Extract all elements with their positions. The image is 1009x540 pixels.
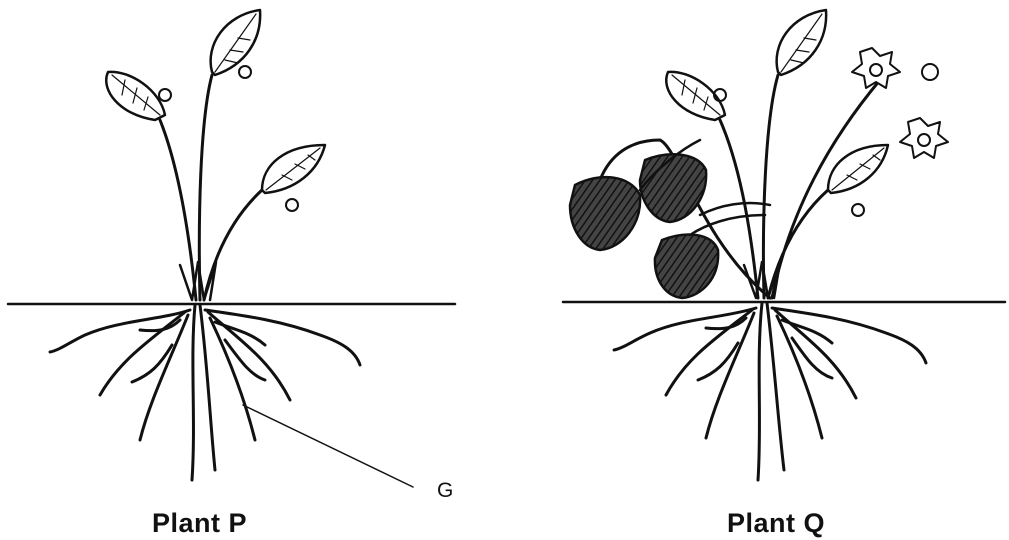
fruit-q: [640, 154, 706, 222]
bud-p: [286, 199, 298, 211]
crown-p: [180, 262, 216, 300]
bud-q: [852, 204, 864, 216]
bud-p: [159, 89, 171, 101]
fruit-q: [570, 177, 640, 250]
callout-g-label: G: [437, 479, 453, 503]
bud-p: [239, 66, 251, 78]
roots-p: [50, 305, 360, 480]
plant-p-label: Plant P: [152, 508, 247, 539]
plant-q-label: Plant Q: [727, 508, 825, 539]
flower-q: [852, 48, 900, 88]
stem-p: [160, 75, 262, 300]
roots-q: [614, 303, 926, 480]
callout-line: [243, 405, 413, 487]
fruit-q: [655, 235, 718, 298]
flower-q: [900, 118, 948, 158]
bud-q: [922, 64, 938, 80]
leaf-p: [106, 72, 165, 120]
plant-p: [8, 10, 455, 487]
plant-q: [563, 10, 1005, 480]
leaf-q: [666, 72, 725, 120]
